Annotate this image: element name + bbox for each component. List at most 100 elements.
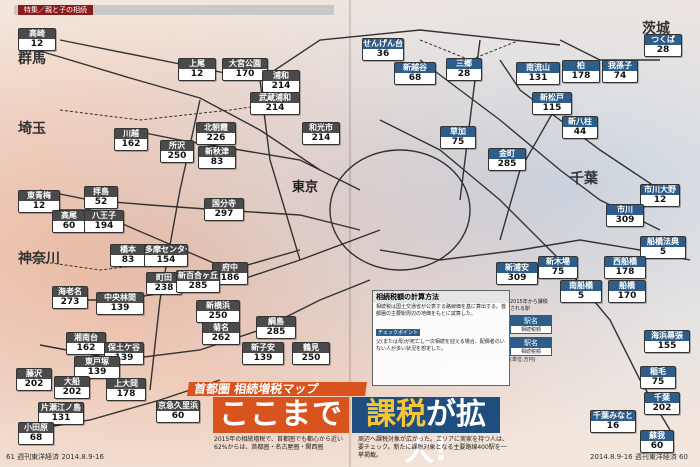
station-value: 214	[311, 133, 331, 143]
pref-kanagawa: 神奈川	[18, 251, 60, 267]
station-name: 新秋津	[199, 147, 235, 157]
legend-item-2: 駅名 相続税額	[510, 337, 552, 356]
station-value: 178	[116, 389, 136, 399]
station-value: 12	[30, 39, 44, 49]
station-value: 60	[62, 221, 76, 231]
pref-gunma: 群馬	[18, 51, 46, 67]
info-text-1: 相続税は国土交通省が公表する路線価を基に算出する。首都圏の主要駅周辺の地価をもと…	[376, 304, 507, 317]
station-name: 新子安	[243, 343, 283, 353]
station-value: 309	[615, 215, 635, 225]
station-name: 保土ケ谷	[105, 343, 143, 353]
station-value: 309	[507, 273, 527, 283]
city-tokyo: 東京	[292, 180, 319, 195]
station-name: 三郷	[447, 59, 481, 69]
station-value: 250	[167, 151, 187, 161]
station-name: 府中	[213, 263, 247, 273]
station-value: 115	[542, 103, 562, 113]
station-value: 68	[408, 73, 422, 83]
station-name: 上尾	[179, 59, 215, 69]
station-name: 我孫子	[603, 61, 637, 71]
station-name: 新越谷	[395, 63, 435, 73]
station-value: 28	[656, 45, 670, 55]
station-value: 178	[615, 267, 635, 277]
section-header: 特集／親と子の相続	[18, 5, 93, 15]
station-name: つくば	[645, 35, 681, 45]
station-value: 285	[497, 159, 517, 169]
station-name: 千葉みなと	[591, 411, 635, 421]
station-value: 12	[653, 195, 667, 205]
station-value: 75	[451, 137, 465, 147]
station-name: 京急久里浜	[157, 401, 199, 411]
station-value: 139	[253, 353, 273, 363]
pref-chiba: 千葉	[570, 171, 598, 187]
station-value: 297	[214, 209, 234, 219]
legend-desc-2: 相続税額	[520, 349, 541, 355]
station-value: 52	[94, 197, 108, 207]
station-name: 中央林間	[97, 293, 143, 303]
station-tama: 多摩センター154	[144, 244, 188, 267]
station-value: 139	[114, 353, 134, 363]
legend-note: (単位:万円)	[510, 357, 536, 363]
station-name: 蘇我	[641, 431, 673, 441]
station-value: 83	[210, 157, 224, 167]
station-value: 44	[573, 127, 587, 137]
station-value: 83	[121, 255, 135, 265]
station-name: 市川大野	[641, 185, 679, 195]
station-value: 28	[457, 69, 471, 79]
lead-text-right: 周辺へ課税対象が広がった。エリアに実家を持つ人は、要チェック。新たに課税対象とな…	[358, 436, 509, 459]
station-name: 川越	[115, 129, 147, 139]
station-name: 西船橋	[605, 257, 645, 267]
info-text-2: 父(または母)が死亡し一次相続を迎える場合、配偶者のいない人が多い状況を想定した…	[376, 339, 505, 352]
headline-left: ここまで	[213, 397, 349, 433]
station-name: 東戸塚	[75, 357, 119, 367]
station-name: 新松戸	[533, 93, 571, 103]
legend-name-2: 駅名	[511, 338, 551, 348]
station-name: 武蔵浦和	[251, 93, 299, 103]
info-tag: チェックポイント	[376, 329, 421, 336]
station-name: 大宮公園	[223, 59, 267, 69]
tax-info-box: 相続税額の計算方法 相続税は国土交通省が公表する路線価を基に算出する。首都圏の主…	[372, 290, 510, 386]
headline-right: 課税が拡大!	[352, 397, 500, 467]
station-value: 162	[121, 139, 141, 149]
station-name: 大船	[55, 377, 89, 387]
station-name: 東青梅	[19, 191, 59, 201]
station-value: 250	[208, 311, 228, 321]
station-name: 湘南台	[67, 333, 105, 343]
station-value: 139	[110, 303, 130, 313]
station-name: 南流山	[517, 63, 559, 73]
feature-label: 首都圏 相続増税マップ	[187, 382, 367, 396]
station-value: 154	[156, 255, 176, 265]
station-name: 鶴見	[293, 343, 329, 353]
station-value: 139	[87, 367, 107, 377]
section-header-bar	[14, 5, 334, 15]
pref-saitama: 埼玉	[18, 121, 46, 137]
station-name: 片瀬江ノ島	[39, 403, 83, 413]
station-value: 178	[571, 71, 591, 81]
